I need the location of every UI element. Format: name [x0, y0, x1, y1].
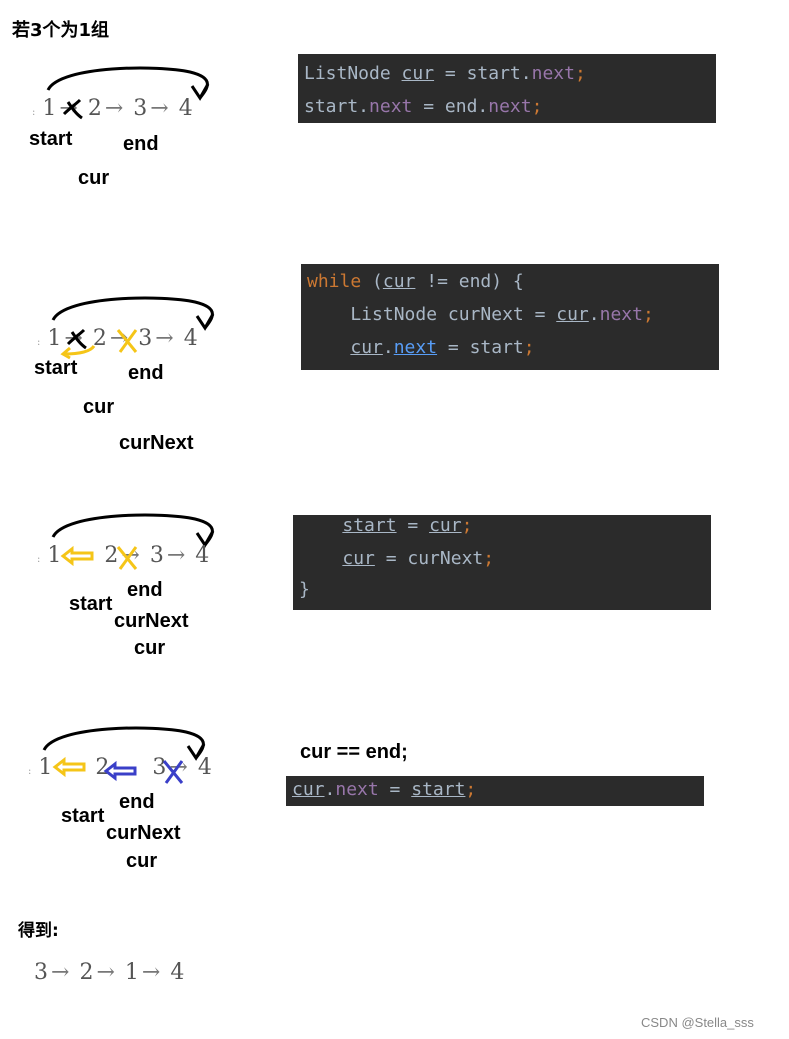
curved-arrow-icon	[46, 66, 210, 101]
label-cur: cur	[83, 396, 115, 418]
code-line: cur = curNext;	[342, 548, 495, 569]
code-block-3: start = cur; cur = curNext; }	[293, 515, 711, 610]
linked-list-chain: : 1→ 2→ 3→ 4	[32, 96, 193, 121]
code-block-4: cur.next = start;	[286, 776, 704, 806]
yellow-back-arrow-icon	[60, 345, 96, 360]
node-1: 1	[47, 326, 62, 351]
node-3: 3	[152, 755, 167, 780]
node-4: 4	[170, 960, 185, 985]
blue-left-arrow-icon	[103, 760, 137, 782]
curved-arrow-icon	[51, 513, 215, 548]
label-end: end	[127, 579, 163, 601]
label-curnext: curNext	[114, 610, 189, 632]
node-1: 3	[34, 960, 48, 985]
yellow-left-arrow-icon	[60, 545, 94, 567]
label-start: start	[61, 805, 105, 827]
node-3: 3	[138, 326, 153, 351]
label-curnext: curNext	[106, 822, 181, 844]
label-curnext: curNext	[119, 432, 194, 454]
condition-note: cur == end;	[300, 741, 408, 763]
node-4: 4	[183, 326, 198, 351]
code-line: cur.next = start;	[350, 337, 535, 358]
code-block-2: while (cur != end) { ListNode curNext = …	[301, 264, 719, 370]
label-start: start	[69, 593, 113, 615]
label-end: end	[128, 362, 164, 384]
node-4: 4	[197, 755, 212, 780]
page-title: 若3个为1组	[12, 20, 110, 41]
node-3: 1	[124, 960, 139, 985]
label-end: end	[119, 791, 155, 813]
code-line: start = cur;	[342, 515, 473, 536]
code-line: ListNode curNext = cur.next;	[307, 304, 654, 325]
node-2: 2	[104, 543, 119, 568]
yellow-cross-mark-icon	[116, 546, 138, 570]
code-line: ListNode cur = start.next;	[304, 63, 586, 84]
node-4: 4	[195, 543, 210, 568]
code-line: start.next = end.next;	[304, 96, 543, 117]
node-2: 2	[79, 960, 94, 985]
blue-cross-mark-icon	[162, 760, 184, 784]
yellow-left-arrow-icon	[52, 756, 86, 778]
node-2: 2	[87, 96, 102, 121]
node-3: 3	[133, 96, 148, 121]
curved-arrow-icon	[51, 296, 215, 331]
node-2: 2	[95, 755, 110, 780]
label-end: end	[123, 133, 159, 155]
label-start: start	[34, 357, 78, 379]
label-cur: cur	[78, 167, 110, 189]
watermark: CSDN @Stella_sss	[641, 1015, 754, 1030]
curved-arrow-icon	[42, 726, 206, 761]
code-line: while (cur != end) {	[307, 271, 524, 292]
node-4: 4	[178, 96, 193, 121]
node-1: 1	[38, 755, 53, 780]
node-2: 2	[92, 326, 107, 351]
cross-mark-icon	[62, 98, 83, 120]
result-chain: 3→ 2→ 1→ 4	[34, 960, 185, 985]
code-block-1: ListNode cur = start.next; start.next = …	[298, 54, 716, 123]
label-cur: cur	[126, 850, 158, 872]
result-label: 得到:	[18, 921, 59, 941]
label-cur: cur	[134, 637, 166, 659]
label-start: start	[29, 128, 73, 150]
linked-list-chain: : 1 2 3→ 4	[28, 755, 212, 780]
cross-mark-icon	[66, 328, 87, 350]
node-1: 1	[47, 543, 62, 568]
yellow-cross-mark-icon	[116, 329, 138, 353]
code-line: cur.next = start;	[292, 779, 477, 800]
node-1: 1	[42, 96, 57, 121]
code-line: }	[299, 579, 310, 600]
node-3: 3	[149, 543, 164, 568]
